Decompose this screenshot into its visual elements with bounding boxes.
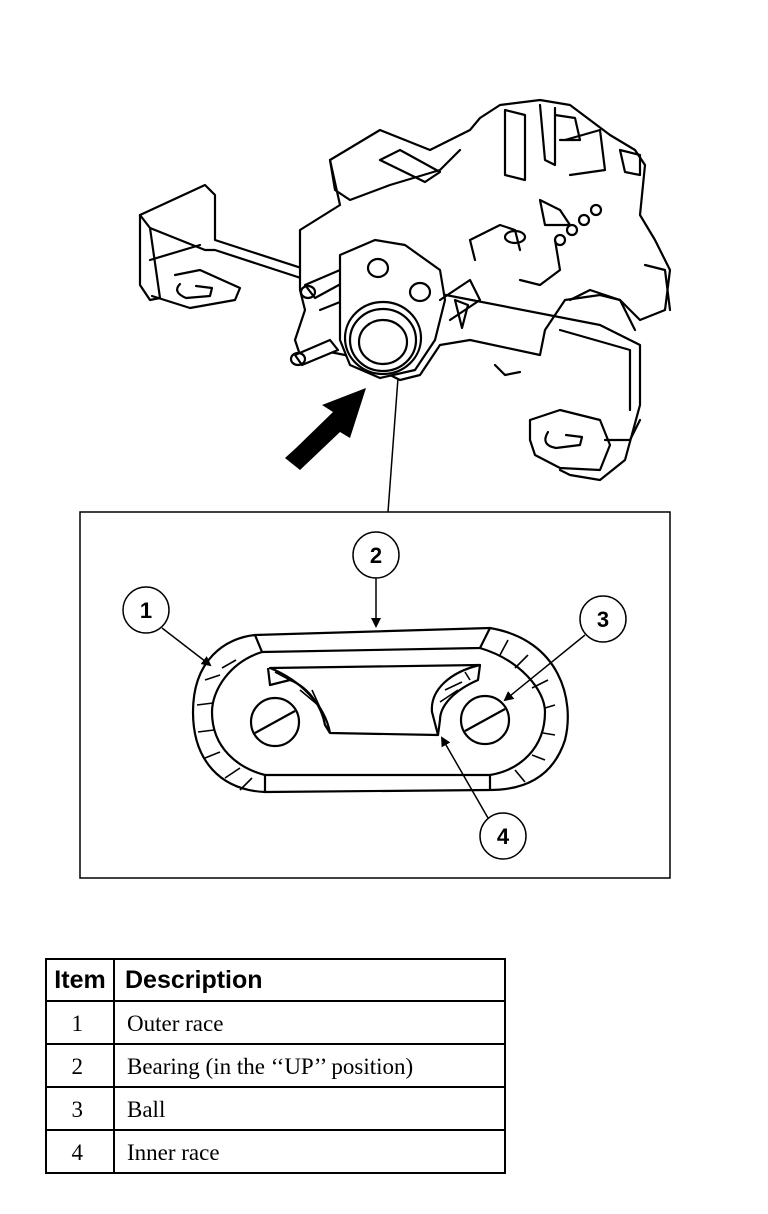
svg-text:2: 2	[370, 543, 382, 568]
steering-column-assembly	[138, 98, 672, 482]
svg-text:4: 4	[497, 824, 510, 849]
table-row: 2 Bearing (in the ‘‘UP’’ position)	[45, 1043, 506, 1088]
item-number: 4	[45, 1129, 115, 1174]
table-row: 3 Ball	[45, 1086, 506, 1131]
table-row: 1 Outer race	[45, 1000, 506, 1045]
item-description: Outer race	[113, 1000, 506, 1045]
svg-text:3: 3	[597, 607, 609, 632]
item-description: Ball	[113, 1086, 506, 1131]
callout-4: 4	[479, 812, 527, 860]
table-row: 4 Inner race	[45, 1129, 506, 1174]
parts-table: Item Description 1 Outer race 2 Bearing …	[45, 958, 506, 1174]
item-number: 2	[45, 1043, 115, 1088]
item-number: 3	[45, 1086, 115, 1131]
callout-1: 1	[122, 586, 170, 634]
direction-arrow	[285, 388, 366, 470]
bearing-cross-section	[191, 626, 569, 794]
item-number: 1	[45, 1000, 115, 1045]
item-description: Bearing (in the ‘‘UP’’ position)	[113, 1043, 506, 1088]
detail-leader-line	[387, 377, 399, 513]
description-column-header: Description	[113, 958, 506, 1002]
bearing-diagram: 1 2 3 4	[79, 98, 672, 879]
table-header-row: Item Description	[45, 958, 506, 1002]
item-column-header: Item	[45, 958, 115, 1002]
item-description: Inner race	[113, 1129, 506, 1174]
svg-text:1: 1	[140, 598, 152, 623]
callout-2: 2	[352, 531, 400, 579]
callout-3: 3	[579, 595, 627, 643]
callout-leaders	[161, 578, 586, 819]
